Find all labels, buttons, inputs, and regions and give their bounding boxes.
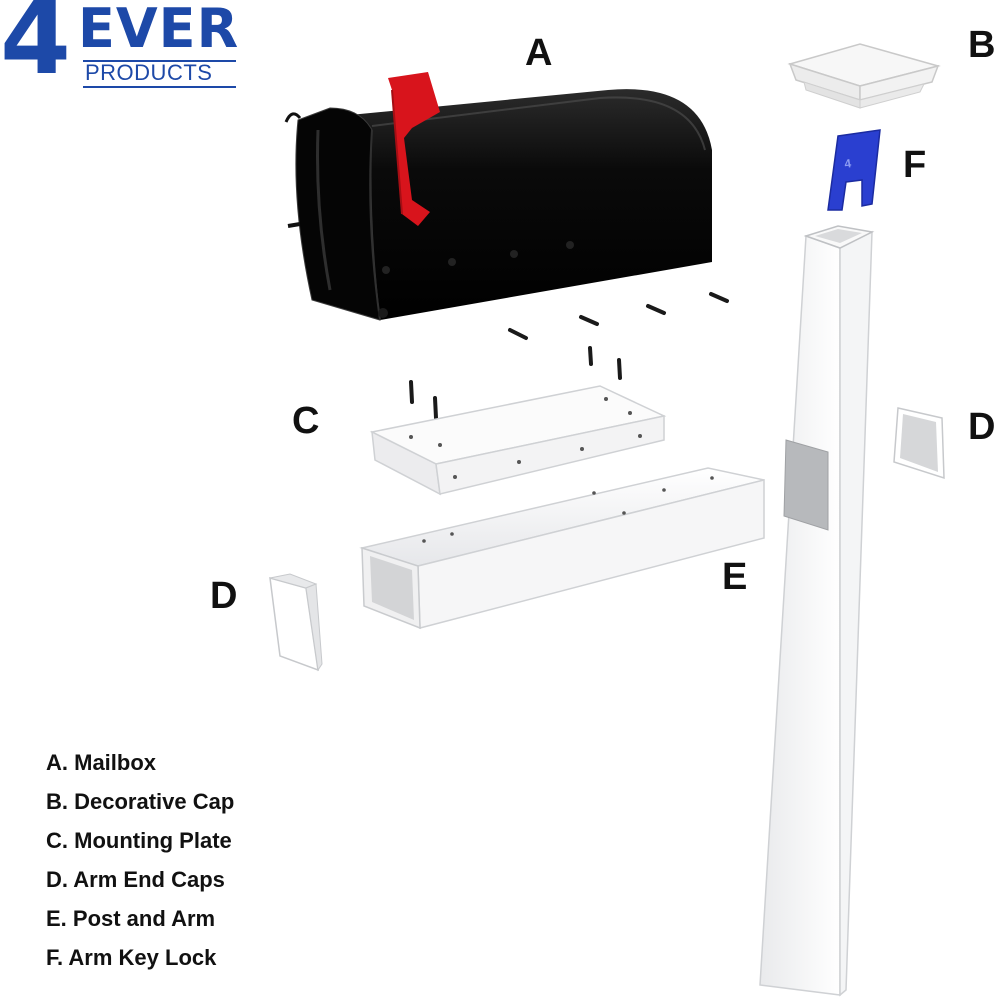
arm-key-lock: 4 [827,129,881,211]
legend-item-decorative-cap: B. Decorative Cap [46,789,235,814]
callout-d-left: D [210,575,238,617]
callout-b: B [968,24,996,66]
legend-item-mailbox: A. Mailbox [46,750,157,775]
legend-item-mounting-plate: C. Mounting Plate [46,828,232,853]
logo-subtitle: PRODUCTS [85,60,213,85]
callout-a: A [525,32,553,74]
parts-legend: A. Mailbox B. Decorative Cap C. Mounting… [46,752,234,986]
mailbox-flag [388,72,440,226]
callout-e: E [722,556,748,598]
brand-logo: 4 EVER PRODUCTS [0,0,245,95]
arm-end-cap-right [893,407,945,480]
mounting-plate [369,385,667,496]
logo-rule-bottom [83,86,236,88]
legend-item-arm-end-caps: D. Arm End Caps [46,867,225,892]
callout-c: C [292,400,320,442]
decorative-cap [787,43,941,109]
legend-item-arm-key-lock: F. Arm Key Lock [46,945,217,970]
logo-word: EVER [78,0,240,60]
legend-item-post-and-arm: E. Post and Arm [46,906,216,931]
post [759,225,875,997]
logo-rule-top [83,60,236,62]
callout-f: F [903,144,927,186]
svg-text:4: 4 [843,156,852,171]
arm [359,467,765,630]
arm-end-cap-left [269,573,323,672]
logo-number: 4 [0,0,71,98]
mailbox [284,89,712,321]
callout-d-right: D [968,406,996,448]
mounting-screws [409,292,729,420]
